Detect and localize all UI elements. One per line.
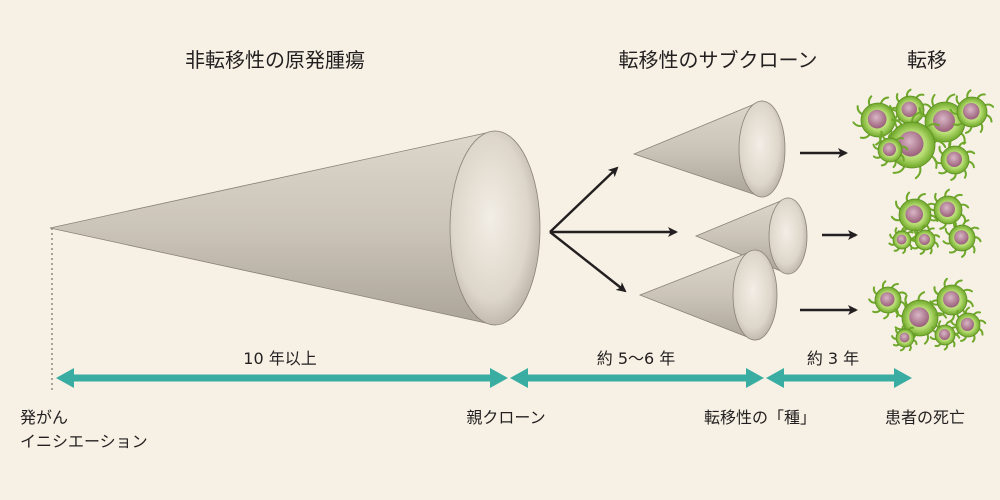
- milestone-metastatic-seed: 転移性の「種」: [703, 408, 817, 427]
- timeline: [56, 368, 912, 388]
- milestone-parent-clone: 親クローン: [466, 408, 546, 427]
- metastatic-cell: [933, 138, 976, 181]
- metastatic-cell: [888, 226, 917, 254]
- milestone-initiation-line-1: 発がん: [20, 408, 69, 427]
- metastatic-cell: [942, 219, 982, 258]
- metastatic-cell: [950, 306, 987, 343]
- metastatic-cell: [872, 131, 909, 169]
- milestone-patient-death: 患者の死亡: [884, 408, 966, 427]
- metastatic-cell: [868, 280, 907, 320]
- metastatic-cell: [949, 89, 995, 134]
- duration-phase-1: 10 年以上: [243, 349, 317, 368]
- heading-primary-tumor: 非転移性の原発腫瘍: [185, 48, 365, 72]
- metastatic-cell: [929, 320, 961, 351]
- subclone-cone-bottom: [638, 249, 778, 341]
- metastatic-cell: [929, 277, 974, 323]
- metastatic-cells: [852, 88, 995, 352]
- metastasis-arrows: [800, 148, 858, 315]
- metastatic-cell: [891, 323, 919, 352]
- heading-metastasis: 転移: [907, 48, 947, 72]
- subclone-cone-top: [632, 100, 786, 198]
- duration-phase-3: 約 3 年: [806, 349, 860, 368]
- timeline-segment-1: [56, 368, 508, 388]
- heading-subclones: 転移性のサブクローン: [618, 48, 818, 72]
- metastatic-cell: [927, 188, 970, 231]
- milestone-initiation-line-2: イニシエーション: [20, 432, 148, 451]
- branch-arrows: [549, 166, 678, 293]
- timeline-segment-2: [510, 368, 764, 388]
- primary-tumor-cone: [49, 130, 541, 326]
- duration-phase-2: 約 5〜6 年: [596, 349, 676, 368]
- timeline-segment-3: [766, 368, 912, 388]
